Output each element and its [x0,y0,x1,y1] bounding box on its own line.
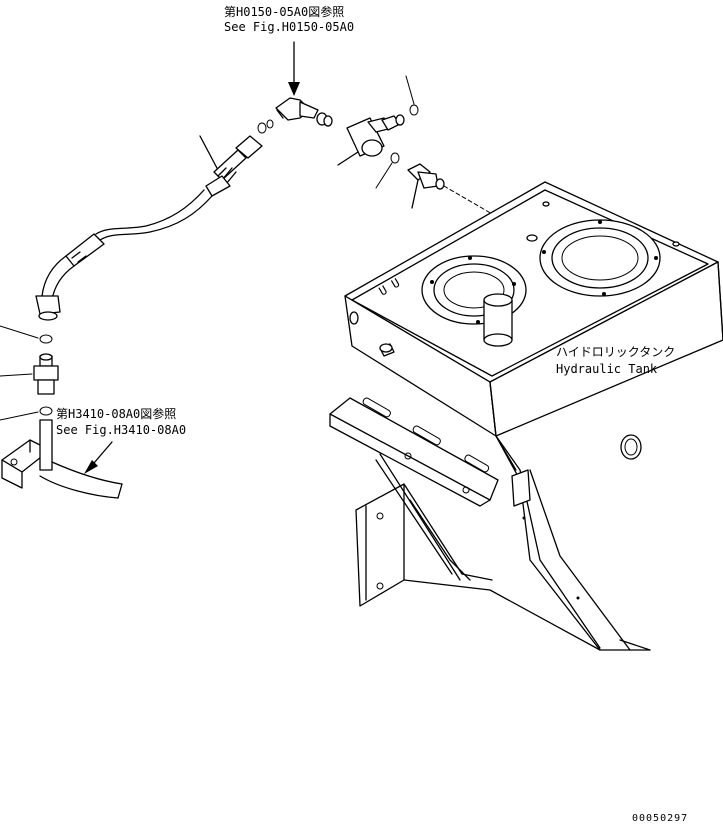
o-ring-upper [257,119,274,134]
elbow-fitting [275,97,333,127]
connector-fitting [407,163,531,237]
hydraulic-hose [35,135,263,321]
o-ring-small [375,75,419,189]
adapter-fitting [0,353,59,395]
top-reference-jp: 第H0150-05A0図参照 [224,4,344,19]
top-reference-arrow [288,41,300,96]
pipe-block [1,419,123,499]
drawing-number: 00050297 [632,813,688,824]
mounting-bracket [329,397,499,507]
tank-label-en: Hydraulic Tank [556,362,658,376]
left-reference-arrow [84,441,113,474]
o-ring-left-2 [0,406,53,421]
tank-label-jp: ハイドロリックタンク [556,345,675,359]
return-pipe [483,293,513,347]
top-reference-en: See Fig.H0150-05A0 [224,20,354,34]
hydraulic-tank: U U [329,181,723,651]
o-ring-left-1 [0,325,53,344]
pressure-switch [337,114,405,166]
cover-flange [539,219,661,297]
left-reference-en: See Fig.H3410-08A0 [56,423,186,437]
left-reference-jp: 第H3410-08A0図参照 [56,406,176,421]
support-leg [355,453,601,651]
